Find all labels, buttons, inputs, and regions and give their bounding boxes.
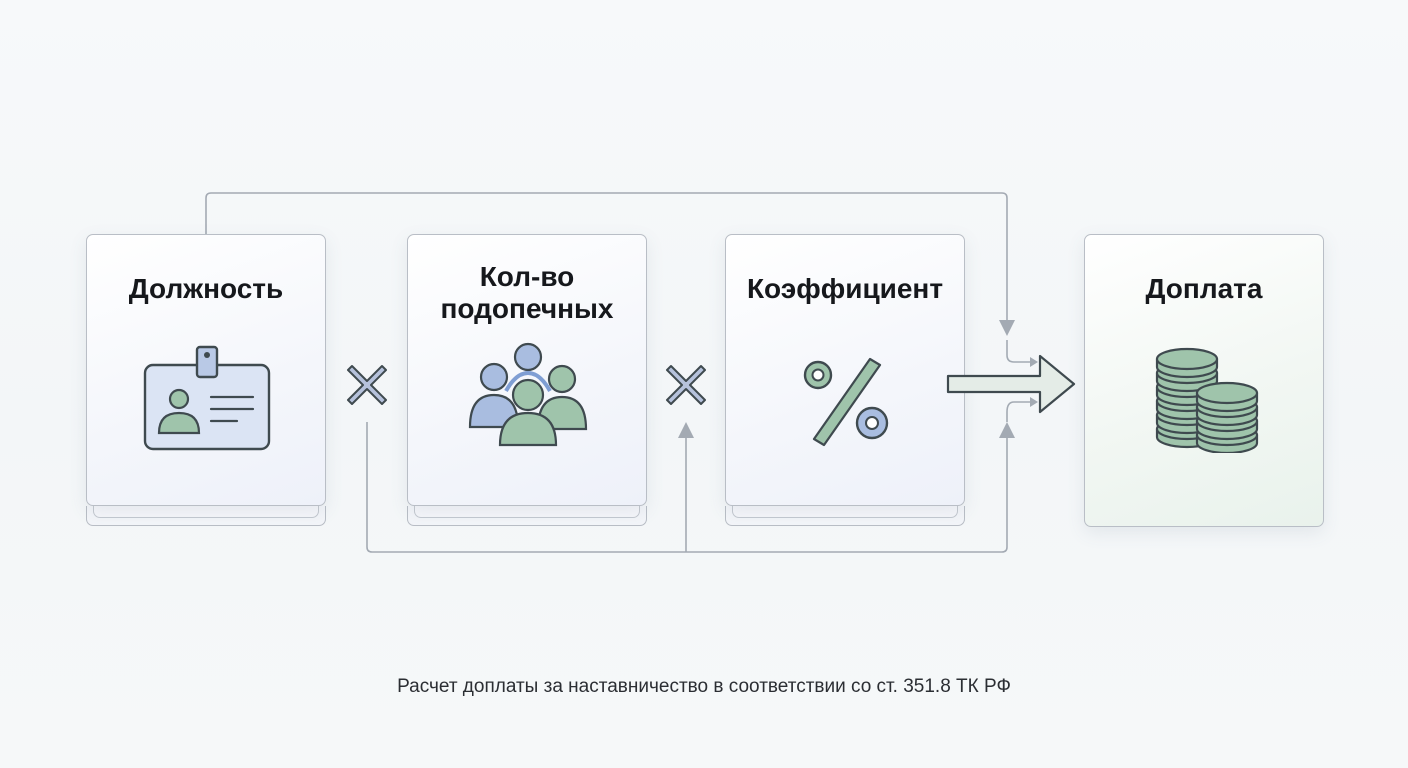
connector-top bbox=[205, 192, 1008, 322]
card-mentees-title-line2: подопечных bbox=[440, 293, 614, 324]
result-arrow-icon bbox=[946, 354, 1076, 414]
arrowhead-coefficient bbox=[678, 422, 694, 438]
connector-bottom bbox=[366, 422, 1008, 553]
card-mentees-stack-inner bbox=[414, 506, 640, 518]
arrowhead-top-elbow bbox=[1030, 357, 1038, 367]
id-badge-icon bbox=[143, 345, 271, 451]
card-coefficient: Коэффициент bbox=[725, 234, 965, 506]
connector-bottom-elbow bbox=[1006, 401, 1034, 422]
card-payment: Доплата bbox=[1084, 234, 1324, 527]
people-group-icon bbox=[468, 342, 588, 447]
card-position: Должность bbox=[86, 234, 326, 506]
multiply-icon-2 bbox=[666, 365, 706, 405]
connector-top-elbow bbox=[1006, 340, 1034, 363]
arrowhead-bottom-elbow bbox=[1030, 397, 1038, 407]
card-coefficient-title: Коэффициент bbox=[746, 273, 944, 304]
arrowhead-bottom bbox=[999, 422, 1015, 438]
card-coefficient-stack-inner bbox=[732, 506, 958, 518]
card-position-stack-inner bbox=[93, 506, 319, 518]
arrowhead-top bbox=[999, 320, 1015, 336]
card-mentees-title-line1: Кол-во bbox=[479, 261, 575, 292]
card-mentees-title: Кол-во подопечных bbox=[408, 261, 646, 325]
percent-icon bbox=[803, 357, 889, 447]
card-position-title: Должность bbox=[128, 273, 284, 304]
multiply-icon-1 bbox=[347, 365, 387, 405]
coin-stack-icon bbox=[1155, 347, 1259, 453]
card-mentees: Кол-во подопечных bbox=[407, 234, 647, 506]
card-payment-title: Доплата bbox=[1145, 273, 1263, 304]
diagram-caption: Расчет доплаты за наставничество в соотв… bbox=[397, 676, 1011, 697]
